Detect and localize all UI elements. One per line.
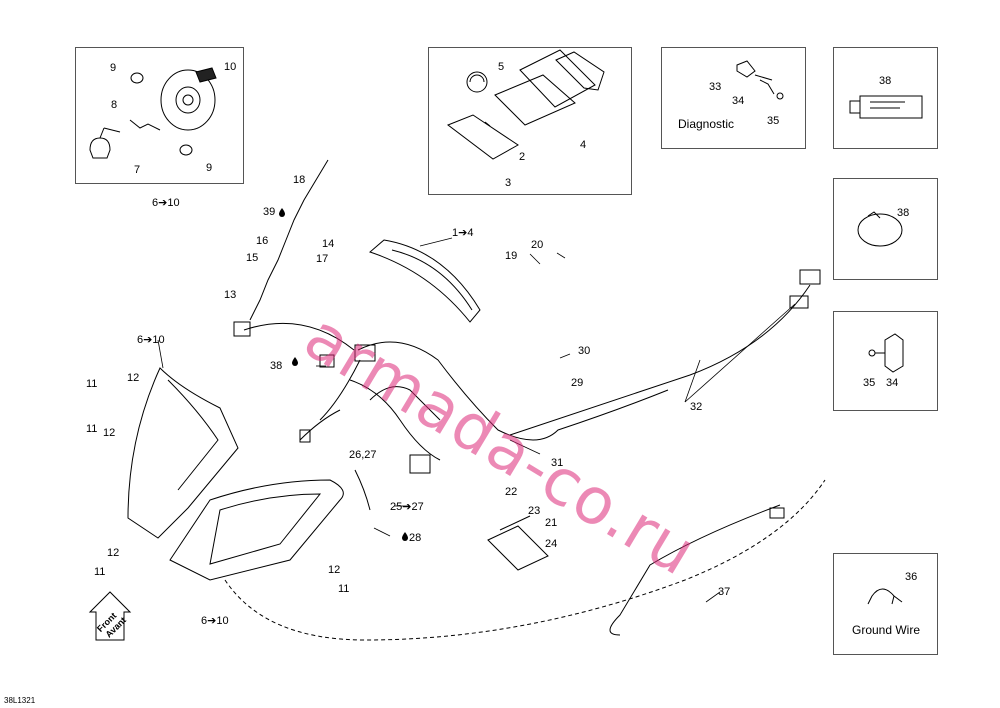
callout-11d: 11 bbox=[338, 583, 349, 595]
callout-3: 3 bbox=[505, 177, 511, 189]
ground-wire-box bbox=[833, 553, 938, 655]
callout-19: 19 bbox=[505, 250, 517, 262]
callout-5: 5 bbox=[498, 61, 504, 73]
callout-36: 36 bbox=[905, 571, 917, 583]
callout-16: 16 bbox=[256, 235, 268, 247]
callout-7: 7 bbox=[134, 164, 140, 176]
ground-wire-part bbox=[867, 588, 903, 605]
callout-11a: 11 bbox=[86, 378, 97, 390]
grease-tube-part bbox=[859, 95, 923, 119]
callout-35a: 35 bbox=[767, 115, 779, 127]
callout-12a: 12 bbox=[127, 372, 139, 384]
headlamp-detail-box bbox=[75, 47, 244, 184]
callout-12c: 12 bbox=[107, 547, 119, 559]
callout-28: 28 bbox=[409, 532, 421, 544]
callout-38b: 38 bbox=[897, 207, 909, 219]
callout-22: 22 bbox=[505, 486, 517, 498]
figure-reference: 38L1321 bbox=[4, 696, 36, 705]
callout-6-10-bottom: 6➔10 bbox=[201, 615, 229, 627]
callout-2: 2 bbox=[519, 151, 525, 163]
callout-4: 4 bbox=[580, 139, 586, 151]
clamp-detail-box bbox=[833, 178, 938, 280]
drop-icon bbox=[279, 208, 285, 217]
callout-11c: 11 bbox=[94, 566, 105, 578]
headlamp-reflector-part bbox=[160, 69, 216, 131]
front-arrow bbox=[88, 591, 132, 641]
drop-icon bbox=[402, 532, 408, 541]
callout-1-4: 1➔4 bbox=[452, 227, 473, 239]
callout-26-27: 26,27 bbox=[349, 449, 377, 461]
callout-23: 23 bbox=[528, 505, 540, 517]
callout-20: 20 bbox=[531, 239, 543, 251]
cluster-lens-part bbox=[519, 49, 596, 108]
diagnostic-caption: Diagnostic bbox=[678, 117, 734, 131]
callout-30: 30 bbox=[578, 345, 590, 357]
ecu-module bbox=[487, 525, 549, 571]
left-headlamp bbox=[127, 367, 239, 539]
cluster-seal-part bbox=[555, 51, 605, 91]
halogen-bulb-part bbox=[89, 137, 111, 159]
callout-37: 37 bbox=[718, 586, 730, 598]
callout-10: 10 bbox=[224, 61, 236, 73]
callout-8: 8 bbox=[111, 99, 117, 111]
callout-6-10-left: 6➔10 bbox=[137, 334, 165, 346]
clamp-strap-part bbox=[857, 213, 903, 247]
callout-35b: 35 bbox=[863, 377, 875, 389]
instrument-cluster-assembly bbox=[369, 239, 481, 323]
wiring-harness bbox=[357, 341, 669, 441]
callout-29: 29 bbox=[571, 377, 583, 389]
callout-31: 31 bbox=[551, 457, 563, 469]
callout-32: 32 bbox=[690, 401, 702, 413]
callout-21: 21 bbox=[545, 517, 557, 529]
callout-33: 33 bbox=[709, 81, 721, 93]
callout-39: 39 bbox=[263, 206, 275, 218]
cluster-detail-box bbox=[428, 47, 632, 195]
callout-12d: 12 bbox=[328, 564, 340, 576]
callout-25-27: 25➔27 bbox=[390, 501, 424, 513]
bulb-socket-part bbox=[130, 72, 144, 84]
callout-38a: 38 bbox=[879, 75, 891, 87]
callout-24: 24 bbox=[545, 538, 557, 550]
routing-dashed-line bbox=[224, 479, 826, 641]
sensor-lead bbox=[243, 322, 355, 351]
callout-13: 13 bbox=[224, 289, 236, 301]
callout-12b: 12 bbox=[103, 427, 115, 439]
callout-9b: 9 bbox=[206, 162, 212, 174]
callout-15: 15 bbox=[246, 252, 258, 264]
callout-34b: 34 bbox=[886, 377, 898, 389]
right-headlamp bbox=[169, 479, 344, 581]
callout-17: 17 bbox=[316, 253, 328, 265]
cluster-bezel-part bbox=[494, 74, 576, 126]
long-lead-harness bbox=[509, 284, 811, 436]
gauge-part bbox=[466, 71, 488, 93]
callout-14: 14 bbox=[322, 238, 334, 250]
callout-9a: 9 bbox=[110, 62, 116, 74]
callout-18: 18 bbox=[293, 174, 305, 186]
diagnostic-connector-part bbox=[736, 60, 756, 78]
ground-cable-37 bbox=[609, 504, 781, 636]
ground-wire-caption: Ground Wire bbox=[852, 623, 920, 637]
grease-tube-box bbox=[833, 47, 938, 149]
callout-11b: 11 bbox=[86, 423, 97, 435]
callout-38c: 38 bbox=[270, 360, 282, 372]
bracket-part bbox=[884, 333, 904, 373]
callout-6-10-top: 6➔10 bbox=[152, 197, 180, 209]
callout-34a: 34 bbox=[732, 95, 744, 107]
cluster-housing-part bbox=[446, 114, 519, 160]
drop-icon bbox=[292, 357, 298, 366]
